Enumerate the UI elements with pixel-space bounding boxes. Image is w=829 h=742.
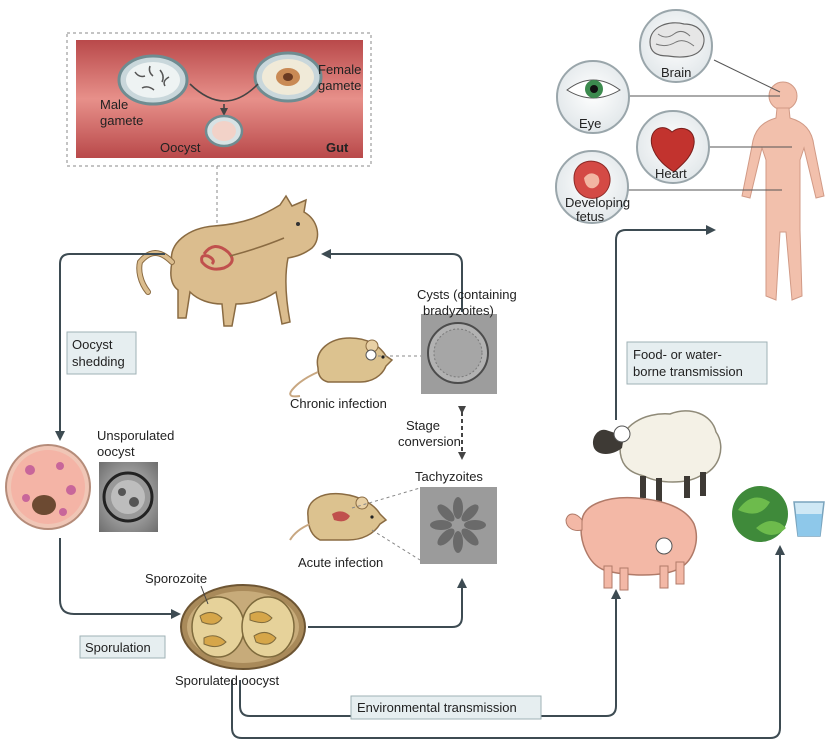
food-water-label-1: Food- or water- xyxy=(633,347,722,362)
food-water-label-2: borne transmission xyxy=(633,364,743,379)
food-water-box: Food- or water- borne transmission xyxy=(627,342,767,384)
fetus-label-1: Developing xyxy=(565,195,630,210)
cat-icon xyxy=(139,196,317,326)
environmental-transmission-label: Environmental transmission xyxy=(357,700,517,715)
stage-conversion-label-1: Stage xyxy=(406,418,440,433)
fetus-label-2: fetus xyxy=(576,209,605,224)
brain-label: Brain xyxy=(661,65,691,80)
cysts-label-1: Cysts (containing xyxy=(417,287,517,302)
male-gamete-label-2: gamete xyxy=(100,113,143,128)
sporulated-oocyst-icon xyxy=(181,585,305,669)
unsporulated-micrograph xyxy=(99,462,158,532)
unsporulated-label-2: oocyst xyxy=(97,444,135,459)
male-gamete-icon xyxy=(119,56,187,104)
pig-icon xyxy=(566,498,696,590)
chronic-infection-label: Chronic infection xyxy=(290,396,387,411)
human-figure xyxy=(742,82,824,300)
to-human-arrow xyxy=(616,230,713,420)
vegetable-icon xyxy=(732,486,788,542)
heart-label: Heart xyxy=(655,166,687,181)
sporulation-box: Sporulation xyxy=(80,636,165,658)
sporulated-oocyst-label: Sporulated oocyst xyxy=(175,673,279,688)
unsporulated-label-1: Unsporulated xyxy=(97,428,174,443)
acute-mouse-icon xyxy=(290,494,386,540)
gut-panel: Male gamete Female gamete Oocyst Gut xyxy=(67,33,371,166)
gut-label: Gut xyxy=(326,140,349,155)
female-gamete-label-2: gamete xyxy=(318,78,361,93)
tachyzoite-micrograph xyxy=(420,487,497,564)
cysts-label-2: bradyzoites) xyxy=(423,303,494,318)
tachyzoites-label: Tachyzoites xyxy=(415,469,483,484)
female-gamete-icon xyxy=(255,53,321,101)
to-acute-arrow xyxy=(308,581,462,627)
oocyst-shedding-label-2: shedding xyxy=(72,354,125,369)
oocyst-icon xyxy=(206,116,242,146)
acute-infection-label: Acute infection xyxy=(298,555,383,570)
female-gamete-label-1: Female xyxy=(318,62,361,77)
oocyst-shedding-box: Oocyst shedding xyxy=(67,332,136,374)
chronic-mouse-icon xyxy=(290,338,392,396)
sporulation-label: Sporulation xyxy=(85,640,151,655)
oocyst-label: Oocyst xyxy=(160,140,201,155)
sheep-icon xyxy=(593,411,721,502)
brain-circle: Brain xyxy=(640,10,780,92)
unsporulated-oocyst-icon xyxy=(6,445,90,529)
male-gamete-label-1: Male xyxy=(100,97,128,112)
oocyst-shedding-label-1: Oocyst xyxy=(72,337,113,352)
cyst-micrograph xyxy=(421,314,497,394)
sporozoite-label: Sporozoite xyxy=(145,571,207,586)
water-glass-icon xyxy=(794,502,824,536)
stage-conversion-label-2: conversion xyxy=(398,434,461,449)
eye-label: Eye xyxy=(579,116,601,131)
environmental-transmission-box: Environmental transmission xyxy=(351,696,541,719)
